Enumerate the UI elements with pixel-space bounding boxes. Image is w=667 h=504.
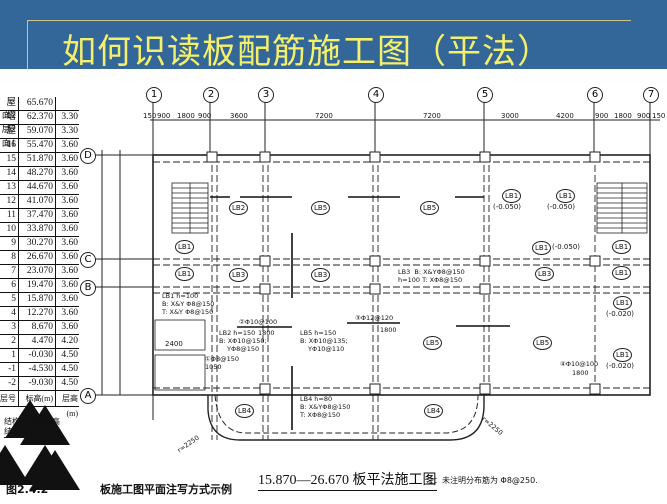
elevator-dim: 2400 [165,340,183,348]
dim: 4200 [556,112,574,120]
title-frame [27,20,631,70]
plan-note: 注：未注明分布筋为 Φ8@250. [426,476,538,485]
slab-tag: LB5 [420,201,440,215]
slab-note: (-0.050) [552,243,581,251]
dim: 1800 [177,112,195,120]
axis-bubble-C: C [80,252,96,268]
slab-tag: LB4 [424,404,444,418]
slab-tag: LB1 [612,266,632,280]
slab-tag: LB1 [175,267,195,281]
dim: 150 [652,112,666,120]
rebar-3-len: 1800 [380,326,397,334]
drawing-canvas [0,69,667,500]
slab-tag: LB3 [535,267,555,281]
dim: 900 [157,112,171,120]
rebar-4: ④Φ10@100 [560,360,599,368]
dim: 900 [198,112,212,120]
rebar-2: ②Φ10@100 [239,318,278,326]
slab-tag: LB1 [175,240,195,254]
rebar-2-len: 1800 [258,329,275,337]
dim: 150 [143,112,157,120]
slab-tag: LB1 [613,348,633,362]
slab-note: (-0.020) [606,362,635,370]
rebar-4-len: 1800 [572,369,589,377]
slab-note: (-0.050) [493,203,522,211]
slab-tag: LB1 [502,189,522,203]
axis-bubble-7: 7 [643,87,659,103]
axis-bubble-2: 2 [203,87,219,103]
plan-title: 15.870—26.670 板平法施工图 [258,469,437,491]
axis-bubble-5: 5 [477,87,493,103]
slab-tag: LB2 [229,201,249,215]
slab-tag: LB1 [532,241,552,255]
annotation-lb3: LB3 B: X&YΦ8@150 h=100 T: XΦ8@150 [398,268,465,284]
axis-bubble-3: 3 [258,87,274,103]
floor-plan-drawing [0,102,660,490]
axis-bubble-D: D [80,148,96,164]
slab-tag: LB1 [556,189,576,203]
slab-note: (-0.020) [606,310,635,318]
dim: 7200 [423,112,441,120]
slab-tag: LB1 [612,240,632,254]
slide-title: 如何识读板配筋施工图（平法） [62,32,552,72]
slab-note: (-0.050) [547,203,576,211]
slab-tag: LB1 [613,296,633,310]
axis-bubble-A: A [80,388,96,404]
axis-bubble-6: 6 [587,87,603,103]
slide-header: 如何识读板配筋施工图（平法） [0,0,667,72]
slab-tag: LB5 [533,336,553,350]
rebar-3: ③Φ12@120 [355,314,394,322]
legend-line: 结构层楼面标高 [4,417,60,426]
slab-tag: LB3 [229,268,249,282]
axis-bubble-B: B [80,280,96,296]
figure-caption: 板施工图平面注写方式示例 [100,483,232,496]
dim: 7200 [315,112,333,120]
slab-tag: LB5 [423,336,443,350]
axis-bubble-1: 1 [146,87,162,103]
slab-tag: LB5 [311,201,331,215]
legend-line: 结 构 层 高 [4,427,60,438]
dim: 1800 [614,112,632,120]
axis-bubble-4: 4 [368,87,384,103]
table-legend: 结构层楼面标高 结 构 层 高 [4,417,60,438]
dim: 900 [637,112,651,120]
dim: 3000 [501,112,519,120]
slab-tag: LB4 [235,404,255,418]
figure-number: 图2.4.2 [6,483,49,496]
slab-tag: LB3 [311,268,331,282]
dim: 3600 [230,112,248,120]
dim: 900 [595,112,609,120]
table-header: 层号标高(m)层高(m) [0,391,79,418]
